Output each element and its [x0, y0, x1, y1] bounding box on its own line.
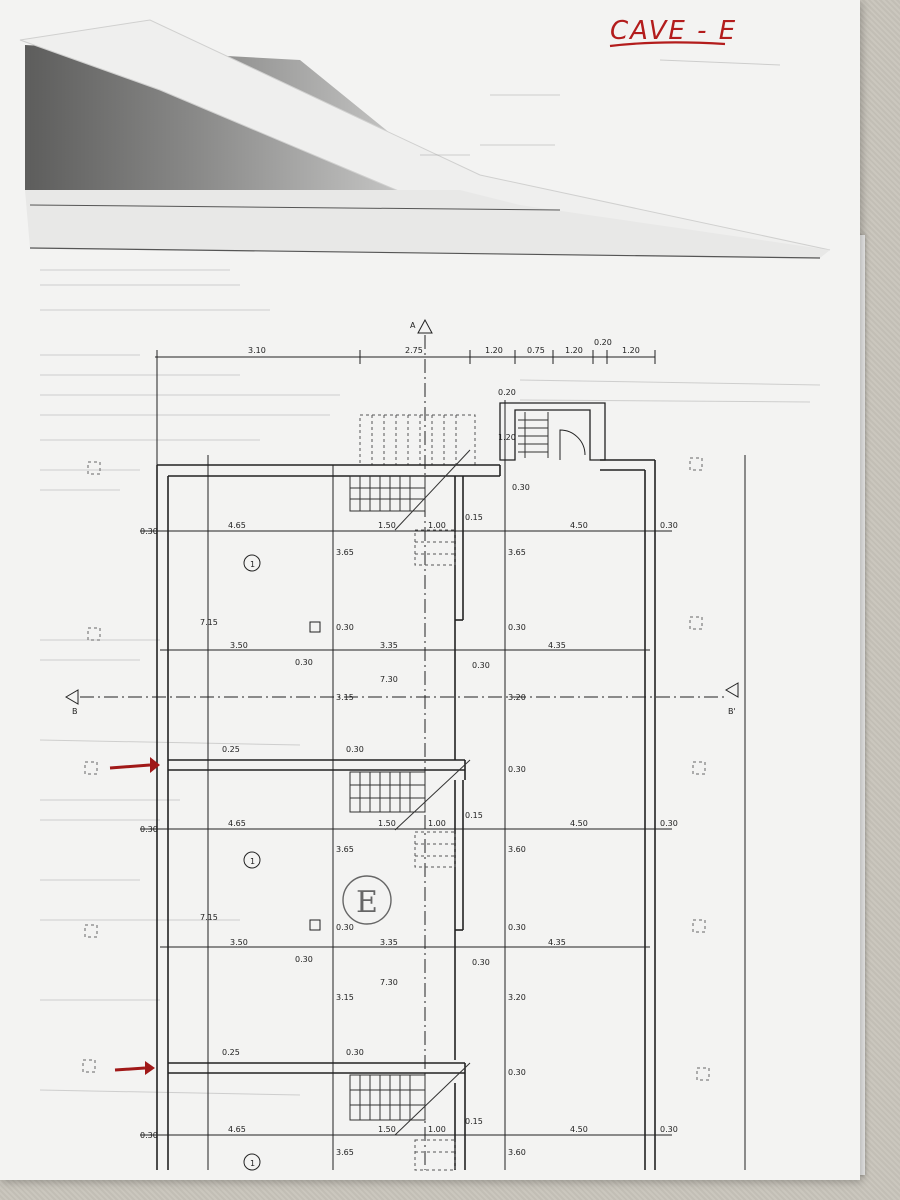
u3-row1-mid: 1.50	[378, 1125, 396, 1134]
u2-vcol2: 0.30	[508, 923, 526, 932]
u2-v3: 3.15	[336, 993, 354, 1002]
handwritten-cave-label: CAVE - E	[610, 16, 738, 46]
u1-row1-mid: 1.50	[378, 521, 396, 530]
u1-row1-right: 4.50	[570, 521, 588, 530]
u1-row1-left: 4.65	[228, 521, 246, 530]
u2-v4: 3.20	[508, 993, 526, 1002]
u2-row2-left: 3.50	[230, 938, 248, 947]
u1-v4: 3.20	[508, 693, 526, 702]
u3-row1-right: 4.50	[570, 1125, 588, 1134]
u1-room-number: 1	[250, 560, 255, 569]
u3-v2: 3.60	[508, 1148, 526, 1157]
u3-v1: 3.65	[336, 1148, 354, 1157]
u2-row2-mid: 3.35	[380, 938, 398, 947]
dim-top-1: 3.10	[248, 346, 266, 355]
stair-dim-2: 1.20	[498, 433, 516, 442]
u2-sep-a: 0.25	[222, 1048, 240, 1057]
u1-v1: 3.65	[336, 548, 354, 557]
dim-top-6: 0.20	[594, 338, 612, 347]
u2-total-height: 7.15	[200, 913, 218, 922]
u3-row1-thk: 0.15	[465, 1117, 483, 1126]
u1-sep-a: 0.25	[222, 745, 240, 754]
u1-row2-right: 4.35	[548, 641, 566, 650]
u1-vcol2: 0.30	[508, 623, 526, 632]
u2-row2-w2: 0.30	[472, 958, 490, 967]
dim-top-5: 1.20	[565, 346, 583, 355]
u1-v2: 3.65	[508, 548, 526, 557]
u3-row1-left: 4.65	[228, 1125, 246, 1134]
axis-marker-b-prime: B'	[728, 707, 736, 716]
u2-row1-right: 4.50	[570, 819, 588, 828]
u1-row1-door: 1.00	[428, 521, 446, 530]
u1-row2-left: 3.50	[230, 641, 248, 650]
dim-top-7: 1.20	[622, 346, 640, 355]
u1-vcol: 0.30	[336, 623, 354, 632]
u2-row1-mid: 1.50	[378, 819, 396, 828]
u1-sep-b: 0.30	[346, 745, 364, 754]
u2-row2-right: 4.35	[548, 938, 566, 947]
u2-room-number: 1	[250, 857, 255, 866]
u2-row1-left: 4.65	[228, 819, 246, 828]
u1-wall-right: 0.30	[660, 521, 678, 530]
u3-wall-left: 0.30	[140, 1131, 158, 1140]
stair-dim-1: 0.20	[498, 388, 516, 397]
u1-row1-thk: 0.15	[465, 513, 483, 522]
dim-top-4: 0.75	[527, 346, 545, 355]
u2-v2: 3.60	[508, 845, 526, 854]
stair-dim-3: 0.30	[512, 483, 530, 492]
u2-sep-b: 0.30	[346, 1048, 364, 1057]
u2-wall-left: 0.30	[140, 825, 158, 834]
u2-row1-door: 1.00	[428, 819, 446, 828]
u2-wall-right: 0.30	[660, 819, 678, 828]
u3-row1-door: 1.00	[428, 1125, 446, 1134]
u1-sep-c: 0.30	[508, 765, 526, 774]
u1-wall-left: 0.30	[140, 527, 158, 536]
u3-wall-right: 0.30	[660, 1125, 678, 1134]
section-marker-a: A	[410, 321, 416, 330]
folded-flap	[19, 19, 831, 259]
u2-corridor-height: 7.30	[380, 978, 398, 987]
axis-marker-b: B	[72, 707, 78, 716]
u1-corridor-height: 7.30	[380, 675, 398, 684]
u1-v3: 3.15	[336, 693, 354, 702]
handwritten-circled-letter: E	[356, 885, 378, 920]
u2-vcol: 0.30	[336, 923, 354, 932]
u1-row2-w1: 0.30	[295, 658, 313, 667]
u1-row2-w2: 0.30	[472, 661, 490, 670]
u2-sep-c: 0.30	[508, 1068, 526, 1077]
u2-row2-w1: 0.30	[295, 955, 313, 964]
u3-room-number: 1	[250, 1159, 255, 1168]
u1-row2-mid: 3.35	[380, 641, 398, 650]
dim-top-3: 1.20	[485, 346, 503, 355]
u2-row1-thk: 0.15	[465, 811, 483, 820]
u1-total-height: 7.15	[200, 618, 218, 627]
u2-v1: 3.65	[336, 845, 354, 854]
floor-plan-drawing: 3.10 2.75 1.20 0.75 1.20 0.20 1.20 A B B…	[39, 269, 821, 1171]
dim-top-2: 2.75	[405, 346, 423, 355]
